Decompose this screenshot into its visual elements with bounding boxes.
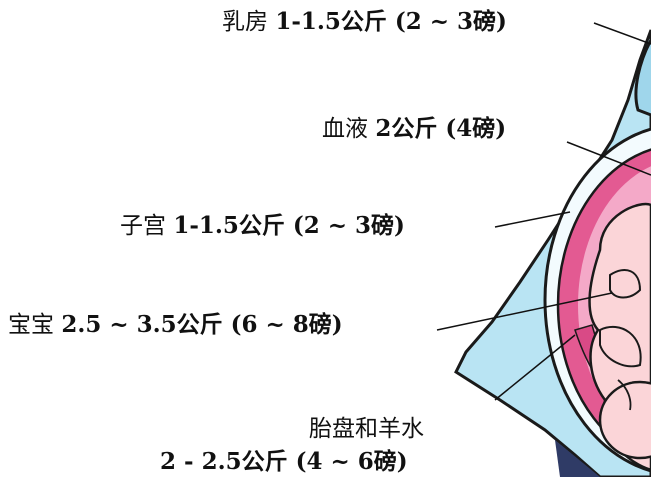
label-breasts-name: 乳房	[222, 9, 268, 35]
label-placenta-name: 胎盘和羊水	[309, 415, 424, 443]
baby-fold	[617, 379, 632, 411]
breast-outline	[634, 39, 651, 117]
label-uterus-amount: 1-1.5公斤 (2 ~ 3磅)	[173, 212, 405, 239]
leader-line-placenta	[494, 334, 576, 401]
baby-arm	[609, 269, 642, 299]
baby-leg	[599, 325, 642, 368]
label-blood: 血液 2公斤 (4磅)	[322, 115, 506, 143]
label-breasts: 乳房 1-1.5公斤 (2 ~ 3磅)	[222, 8, 507, 36]
label-placenta-name-text: 胎盘和羊水	[309, 416, 424, 442]
dress-hem	[555, 440, 600, 477]
label-blood-name: 血液	[322, 116, 368, 142]
leader-line-baby	[436, 292, 613, 331]
label-baby-name: 宝宝	[8, 312, 54, 338]
leader-line-blood	[566, 141, 651, 176]
label-uterus: 子宫 1-1.5公斤 (2 ~ 3磅)	[120, 212, 405, 240]
label-blood-amount: 2公斤 (4磅)	[375, 115, 507, 142]
leader-line-uterus	[494, 211, 571, 228]
label-baby-amount: 2.5 ~ 3.5公斤 (6 ~ 8磅)	[61, 311, 343, 338]
leader-line-breasts	[593, 22, 651, 45]
label-placenta-amount: 2 - 2.5公斤 (4 ~ 6磅)	[160, 448, 408, 475]
label-breasts-amount: 1-1.5公斤 (2 ~ 3磅)	[275, 8, 507, 35]
baby-knee	[598, 380, 651, 460]
label-uterus-name: 子宫	[120, 213, 166, 239]
label-baby: 宝宝 2.5 ~ 3.5公斤 (6 ~ 8磅)	[8, 311, 343, 339]
